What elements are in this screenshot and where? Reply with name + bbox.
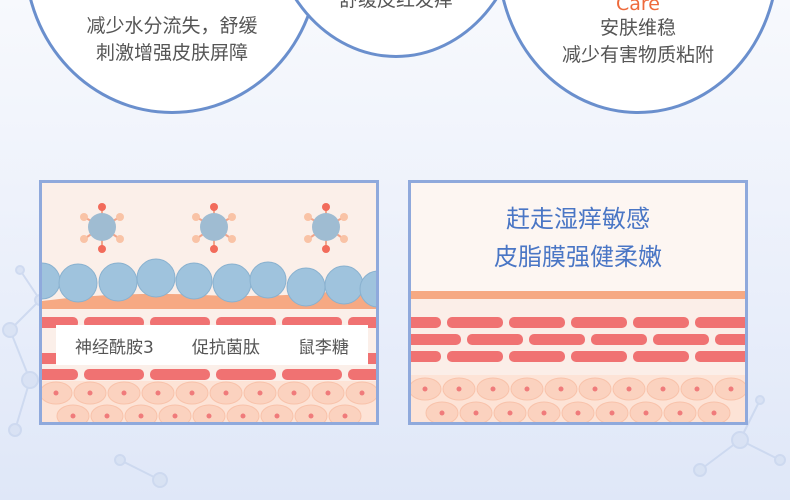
ingredient-ceramide: 神经酰胺3 [75,337,154,358]
ingredient-rhamnose: 鼠李糖 [297,337,349,358]
molecule-icons [80,203,348,253]
benefit-left-line2: 刺激增强皮肤屏障 [95,42,248,64]
skin-barrier-illustration-right: 赶走湿痒敏感 皮脂膜强健柔嫩 [408,180,748,425]
benefit-right-text: 安肤维稳 减少有害物质粘附 [500,15,776,69]
claim-line-2: 皮脂膜强健柔嫩 [494,243,662,271]
skin-cell-rows-right [411,317,745,362]
benefit-right-line2: 减少有害物质粘附 [561,44,714,66]
benefit-left-text: 减少水分流失，舒缓 刺激增强皮肤屏障 [27,13,317,67]
benefit-right-line1: 安肤维稳 [599,17,676,39]
moisture-bubbles [42,258,376,308]
benefit-middle-line1: 舒缓皮红发痒 [338,0,453,11]
benefit-left-line1: 减少水分流失，舒缓 [86,15,258,37]
benefit-right-accent: Care [616,0,660,15]
claim-line-1: 赶走湿痒敏感 [506,205,650,233]
ingredient-label-strip: 神经酰胺3 促抗菌肽 鼠李糖 [56,325,368,365]
skin-layers-right-svg [411,183,745,422]
skin-barrier-illustration-left: 神经酰胺3 促抗菌肽 鼠李糖 [39,180,379,425]
ingredient-antimicrobial-peptide: 促抗菌肽 [191,337,260,358]
skin-layers-left-svg [42,183,376,422]
dermis-cells-right [411,375,745,422]
dermis-cells [42,381,376,422]
